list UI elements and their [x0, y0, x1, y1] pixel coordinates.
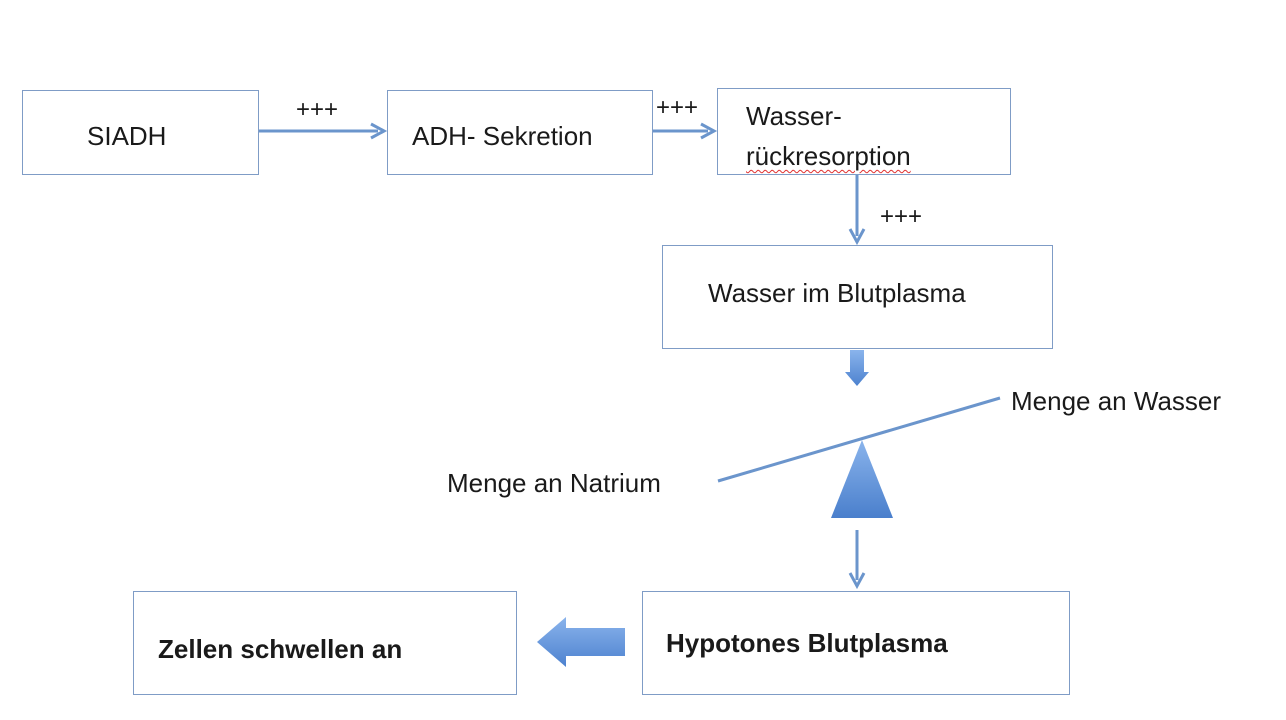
arrow-balance-to-hypotonic	[848, 530, 866, 590]
plus-label-1: +++	[296, 96, 339, 123]
arrow-siadh-to-adh	[259, 122, 388, 140]
adh-secretion-box: ADH- Sekretion	[387, 90, 653, 175]
hypotonic-plasma-label: Hypotones Blutplasma	[666, 628, 948, 658]
water-in-plasma-box: Wasser im Blutplasma	[662, 245, 1053, 349]
arrow-adh-to-reabsorption	[653, 122, 718, 140]
block-arrow-down-icon	[845, 350, 869, 386]
amount-of-sodium-label: Menge an Natrium	[447, 468, 661, 498]
arrow-reabsorption-to-plasma	[848, 175, 866, 246]
water-reabsorption-line2: rückresorption	[746, 141, 911, 171]
water-in-plasma-label: Wasser im Blutplasma	[708, 278, 966, 308]
plus-label-3: +++	[880, 203, 923, 230]
fulcrum-triangle-icon	[831, 440, 893, 518]
water-reabsorption-line1: Wasser-	[746, 101, 842, 131]
siadh-label: SIADH	[87, 121, 167, 151]
water-reabsorption-box: Wasser- rückresorption	[717, 88, 1011, 175]
cells-swell-label: Zellen schwellen an	[158, 634, 403, 664]
adh-secretion-label: ADH- Sekretion	[412, 121, 593, 151]
amount-of-water-label: Menge an Wasser	[1011, 386, 1222, 416]
seesaw-beam	[717, 396, 1001, 483]
plus-label-2: +++	[656, 94, 699, 121]
hypotonic-plasma-box: Hypotones Blutplasma	[642, 591, 1070, 695]
block-arrow-left-icon	[537, 617, 625, 667]
siadh-box: SIADH	[22, 90, 259, 175]
cells-swell-box: Zellen schwellen an	[133, 591, 517, 695]
